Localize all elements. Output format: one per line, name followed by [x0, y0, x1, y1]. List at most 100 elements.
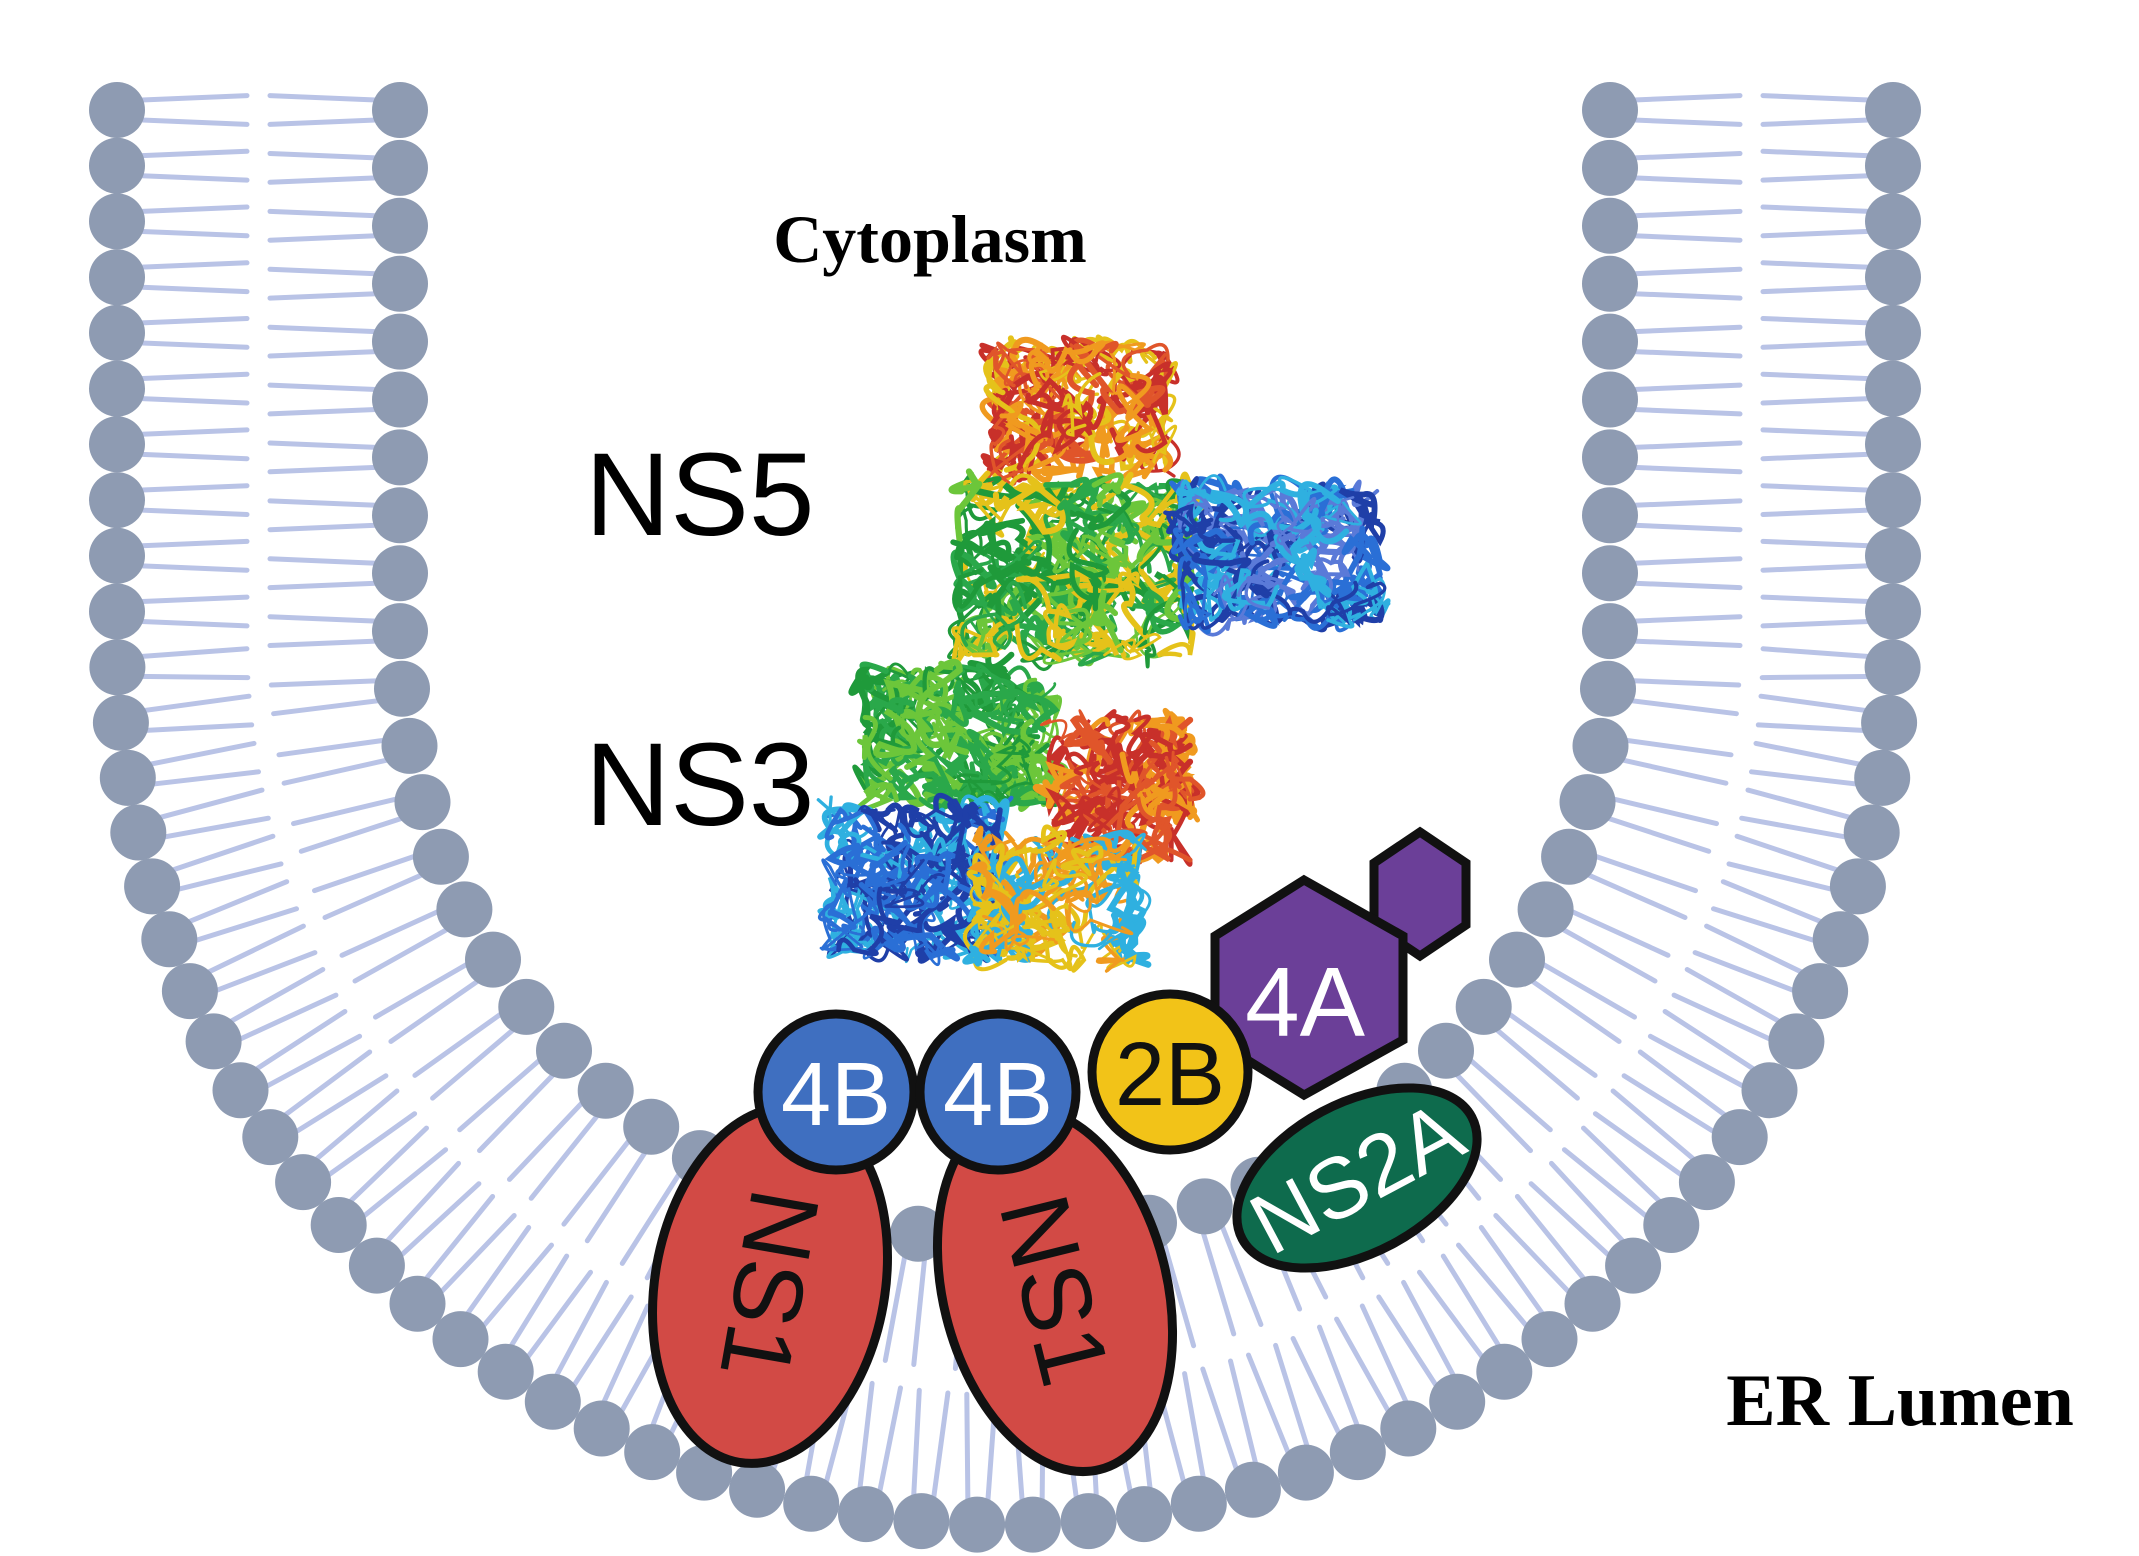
protein-ribbon-strand — [1056, 386, 1143, 440]
protein-ribbon-strand — [1087, 589, 1124, 654]
protein-ribbon-strand — [1025, 904, 1085, 949]
lipid-head — [372, 313, 428, 370]
ns4b-right-shape — [915, 1009, 1081, 1175]
lipid-head — [1476, 1343, 1533, 1400]
lipid-head — [1711, 1109, 1768, 1166]
lipid-head — [436, 881, 493, 938]
ns1-left-protein: NS1 — [648, 1102, 892, 1468]
protein-ribbon-strand — [1050, 845, 1104, 895]
protein-ribbon-strand — [986, 345, 1016, 388]
lipid-head — [573, 1400, 630, 1457]
lipid-head — [1865, 193, 1921, 250]
lipid-head — [838, 1486, 894, 1543]
lipid-head — [381, 717, 438, 774]
lipid-head — [1829, 858, 1886, 915]
protein-ribbon-strand — [1290, 511, 1350, 598]
lipid-head — [89, 137, 145, 194]
protein-ribbon-strand — [981, 855, 1032, 898]
lipid-head — [432, 1311, 489, 1368]
protein-ribbon-strand — [1174, 503, 1236, 543]
protein-ribbon-strand — [1086, 750, 1175, 810]
lipid-head — [1329, 1424, 1386, 1481]
protein-ribbon-strand — [904, 898, 971, 964]
ns2b-protein: 2B — [1087, 989, 1253, 1155]
protein-ribbon-strand — [1221, 568, 1280, 612]
protein-ribbon-strand — [836, 886, 900, 957]
protein-ribbon-strand — [1134, 420, 1178, 470]
lipid-head — [1455, 978, 1512, 1035]
lipid-head — [92, 694, 149, 751]
lipid-head — [1170, 1475, 1227, 1532]
lipid-head — [1643, 1197, 1700, 1253]
ns2b-shape — [1087, 989, 1253, 1155]
protein-ribbon-strand — [903, 851, 952, 911]
protein-ribbon-strand — [967, 861, 1027, 935]
lipid-head — [1176, 1178, 1233, 1235]
lipid-head — [1861, 694, 1918, 751]
protein-ribbon-strand — [871, 925, 960, 962]
lipid-head — [1865, 137, 1921, 194]
protein-ribbon-strand — [915, 658, 970, 756]
ns4a-hexagon-back — [1369, 826, 1471, 962]
protein-ribbon-strand — [1194, 538, 1241, 578]
lipid-head — [89, 193, 145, 250]
lipid-head — [893, 1493, 950, 1550]
ns2a-shape — [1232, 1083, 1482, 1273]
lipid-head — [212, 1062, 269, 1119]
protein-ribbon-strand — [960, 580, 1028, 650]
protein-ribbon-strand — [885, 771, 949, 803]
protein-ribbon-strand — [950, 539, 1012, 564]
lipid-head — [1517, 881, 1574, 938]
ns4b-left-label: 4B — [781, 1045, 891, 1145]
ns5-label: NS5 — [585, 429, 815, 561]
lipid-head — [412, 828, 469, 885]
lipid-head — [1418, 1022, 1474, 1079]
lipid-head — [1865, 472, 1921, 529]
protein-ribbon-strand — [820, 858, 859, 951]
protein-ribbon-strand — [848, 666, 876, 728]
protein-ribbon-strand — [1090, 471, 1173, 529]
protein-ribbon-strand — [1183, 575, 1213, 627]
lipid-head — [1572, 717, 1629, 774]
lipid-head — [89, 472, 145, 529]
lipid-head — [1678, 1154, 1735, 1211]
ns4b-left-protein: 4B — [753, 1009, 919, 1175]
protein-ribbon-strand — [1095, 709, 1131, 767]
protein-ribbon-strand — [1085, 865, 1147, 913]
ns2b-label: 2B — [1115, 1025, 1225, 1125]
protein-ribbon-strand — [1134, 351, 1178, 423]
protein-ribbon-strand — [1341, 532, 1391, 577]
protein-ribbon-strand — [884, 858, 945, 909]
lipid-head — [394, 774, 451, 831]
lipid-head — [1582, 429, 1638, 486]
lipid-head — [372, 197, 428, 254]
lipid-head — [389, 1275, 446, 1332]
lipid-head — [372, 603, 428, 660]
lipid-head — [1521, 1311, 1578, 1368]
lipid-head — [949, 1496, 1006, 1553]
lipid-head — [372, 82, 428, 138]
ns1-right-protein: NS1 — [932, 1103, 1178, 1477]
lipid-head — [310, 1197, 367, 1253]
protein-ribbon-strand — [956, 736, 1031, 786]
protein-ribbon-strand — [819, 916, 866, 952]
protein-ribbon-strand — [857, 714, 893, 781]
lipid-head — [372, 545, 428, 602]
lipid-head — [1582, 313, 1638, 370]
lipid-head — [1741, 1062, 1798, 1119]
lipid-head — [1489, 931, 1545, 988]
lipid-head — [1582, 487, 1638, 544]
lipid-head — [89, 82, 145, 138]
protein-ribbon-strand — [978, 889, 1057, 955]
protein-ribbon-strand — [992, 476, 1066, 535]
lipid-head — [1768, 1013, 1825, 1070]
lipid-head — [124, 858, 181, 915]
protein-ribbon-strand — [1171, 527, 1212, 581]
protein-ribbon-strand — [1135, 816, 1193, 863]
lipid-head — [372, 487, 428, 544]
protein-ribbon-strand — [1022, 889, 1089, 941]
lipid-head — [1580, 660, 1636, 717]
protein-ribbon-strand — [1103, 632, 1162, 661]
protein-ribbon-strand — [1066, 527, 1109, 612]
lipid-head — [1792, 963, 1849, 1020]
